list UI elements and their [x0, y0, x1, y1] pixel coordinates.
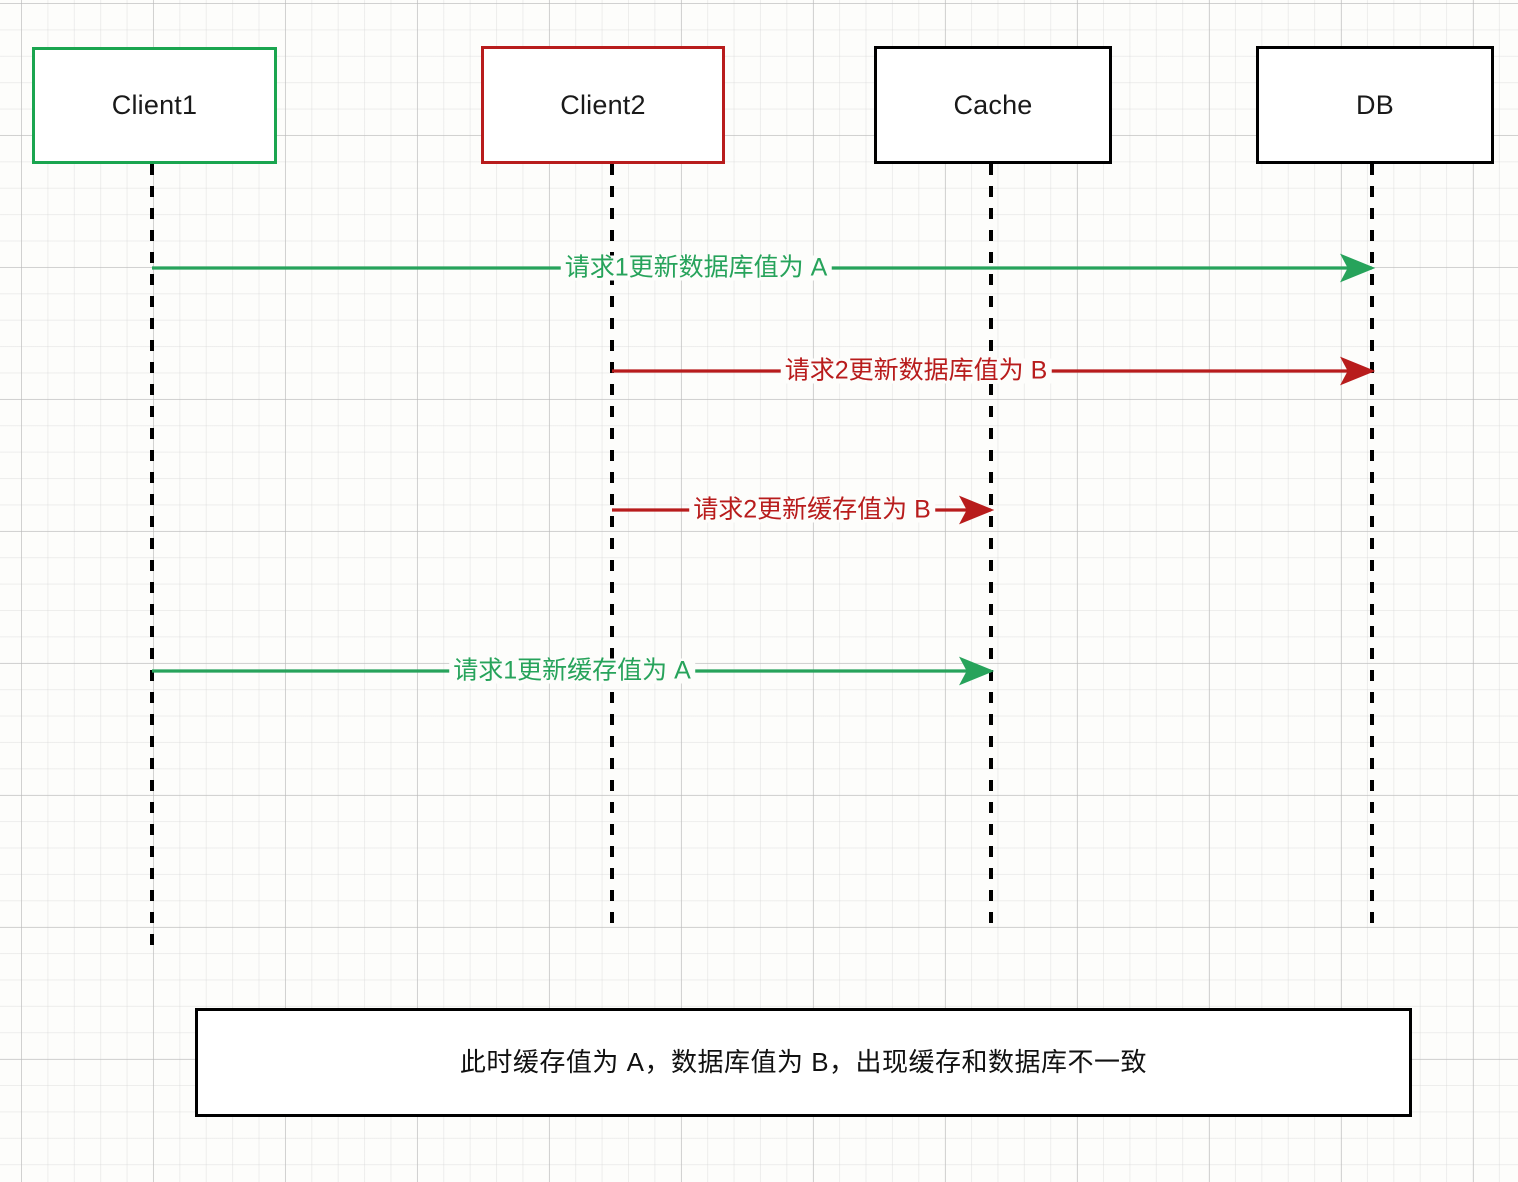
message-label-msg2: 请求2更新数据库值为 B	[780, 358, 1052, 384]
note-text: 此时缓存值为 A，数据库值为 B，出现缓存和数据库不一致	[459, 1047, 1148, 1078]
note-box[interactable]: 此时缓存值为 A，数据库值为 B，出现缓存和数据库不一致	[195, 1008, 1412, 1117]
actor-label-client1: Client1	[111, 90, 198, 120]
actor-box-db[interactable]: DB	[1256, 46, 1494, 164]
message-label-msg1: 请求1更新数据库值为 A	[560, 255, 832, 281]
message-label-msg4: 请求1更新缓存值为 A	[449, 658, 695, 684]
message-label-msg3: 请求2更新缓存值为 B	[689, 497, 935, 523]
actor-label-cache: Cache	[953, 89, 1033, 120]
actor-label-client2: Client2	[560, 89, 646, 120]
message-arrows	[152, 253, 1376, 686]
actor-box-cache[interactable]: Cache	[874, 46, 1112, 164]
actor-box-client1[interactable]: Client1	[32, 47, 277, 164]
actor-box-client2[interactable]: Client2	[481, 46, 725, 164]
lifelines	[150, 164, 1374, 945]
actor-label-db: DB	[1356, 89, 1394, 120]
